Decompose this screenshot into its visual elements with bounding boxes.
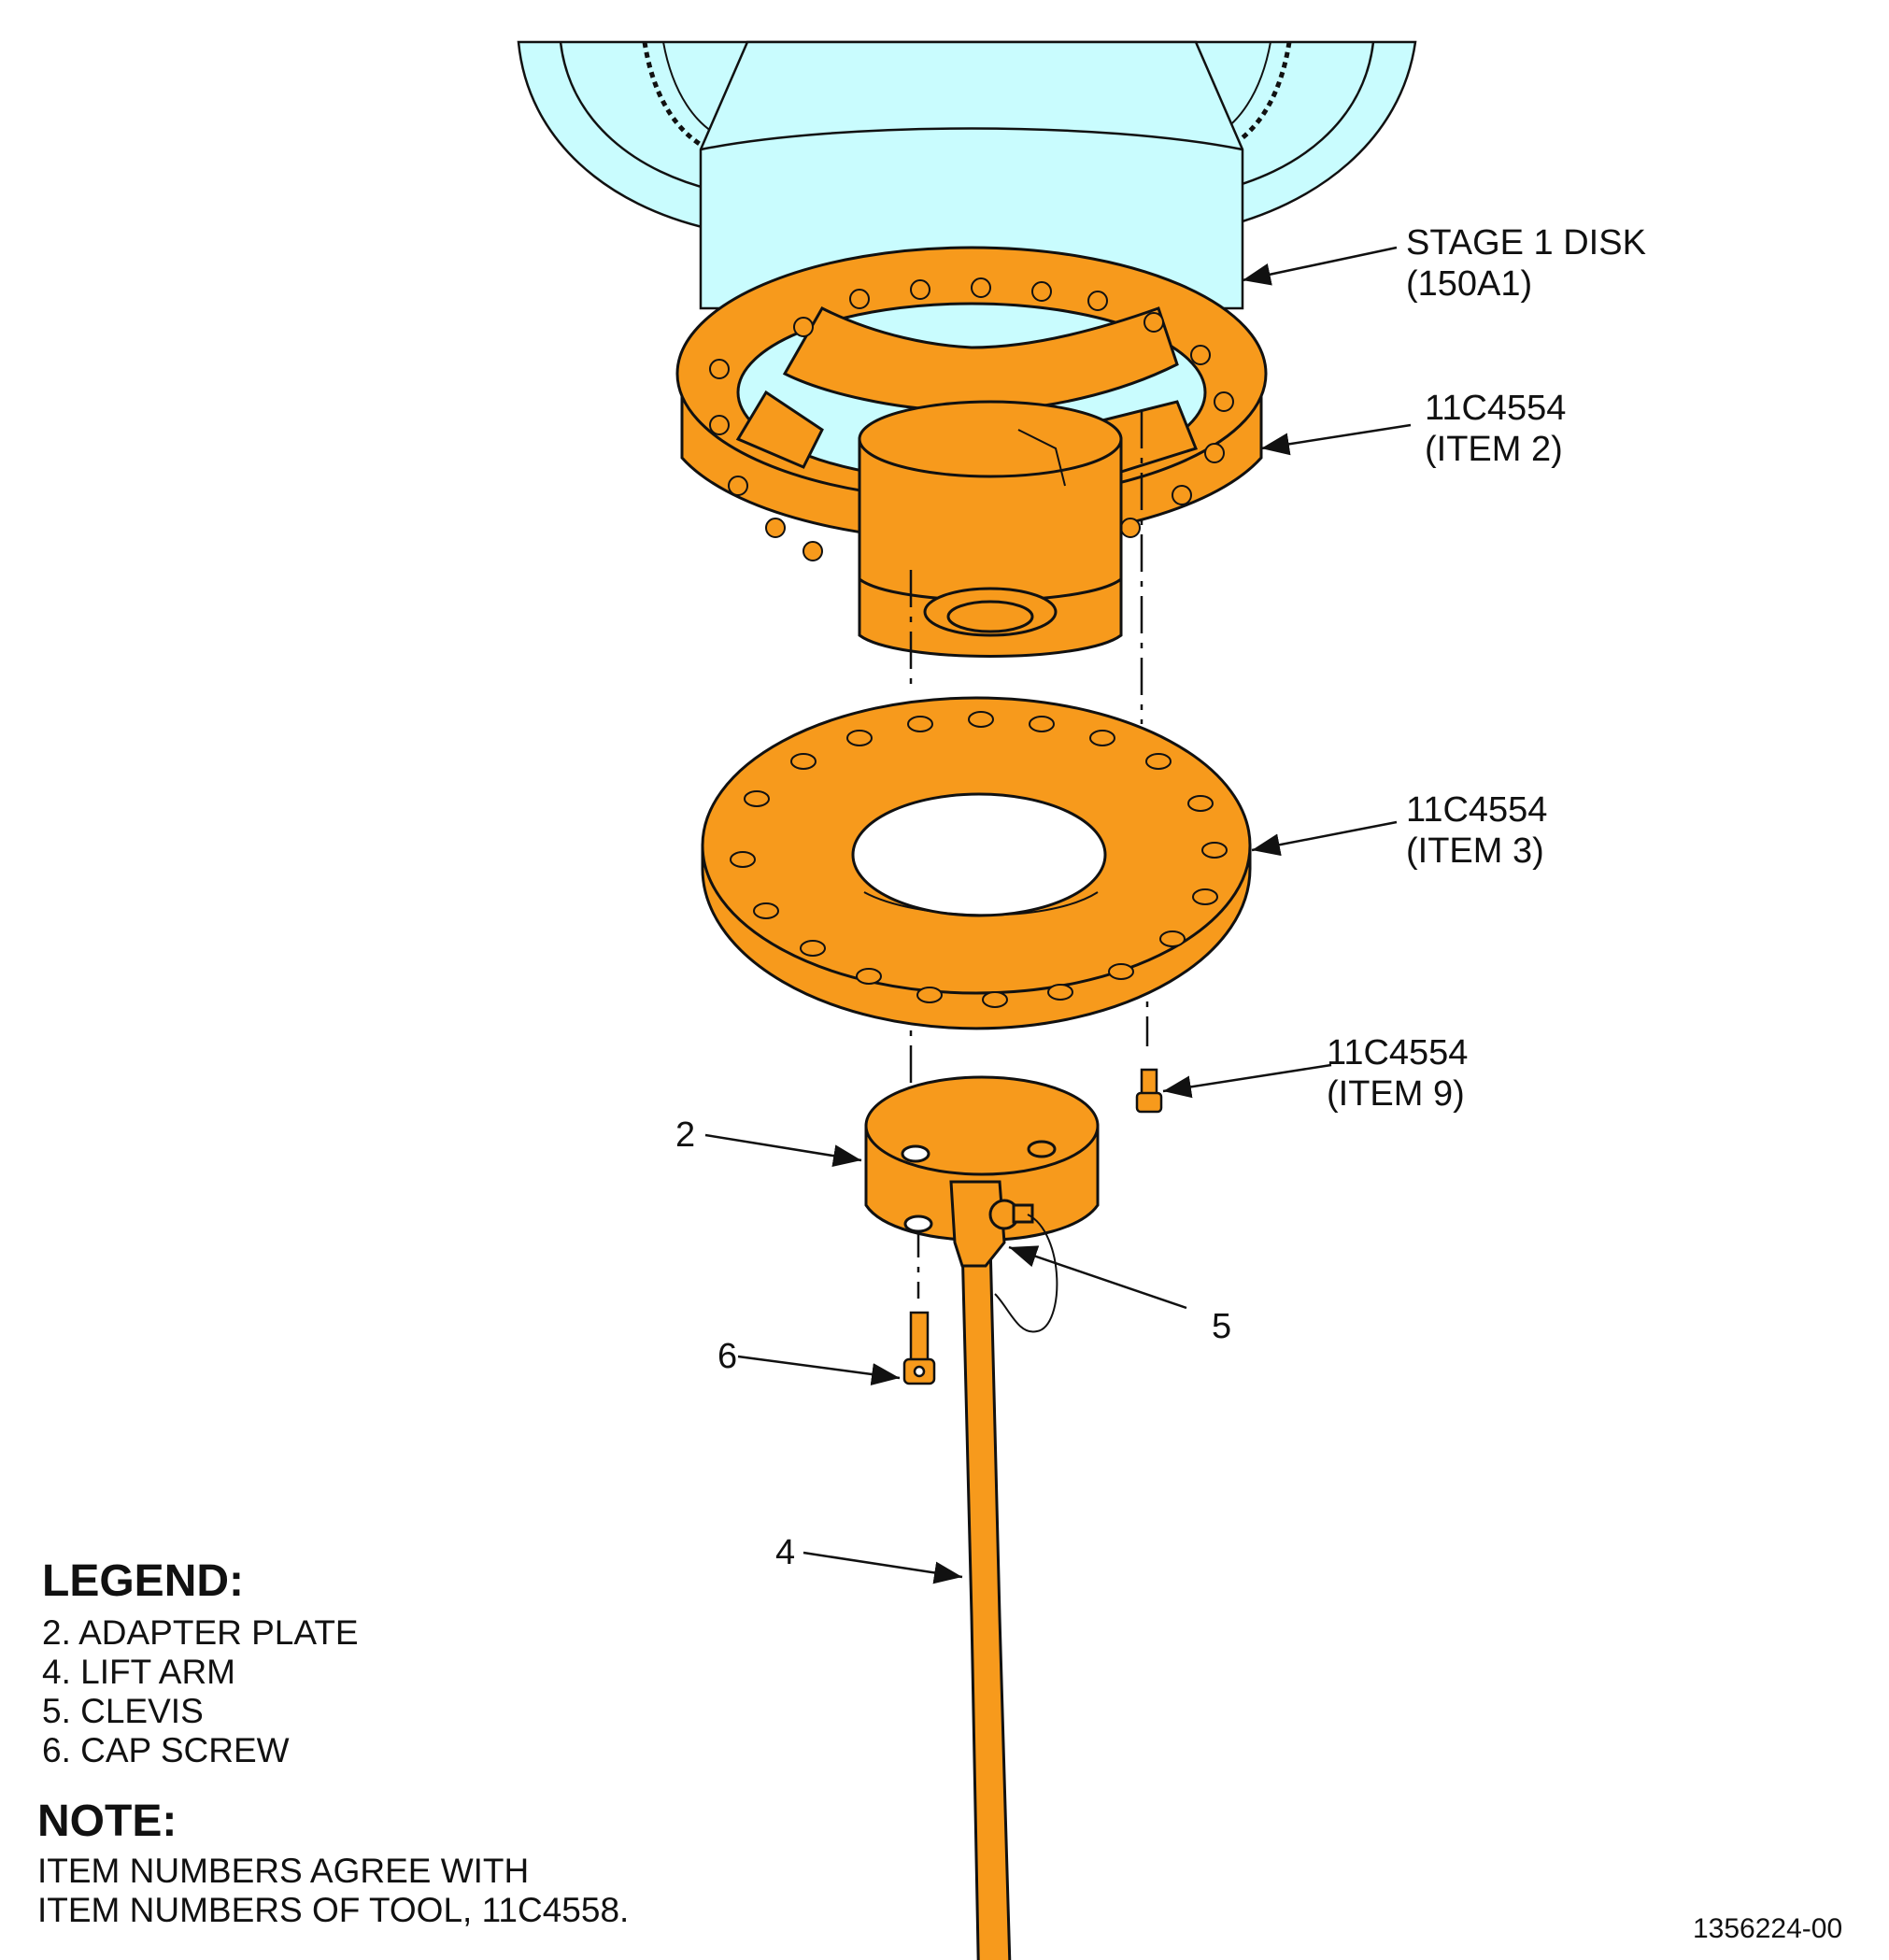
callout-item3-line2: (ITEM 3) <box>1406 831 1544 871</box>
item-2-flange <box>675 246 1268 658</box>
item-9-screw <box>1135 1068 1163 1114</box>
stage-1-disk <box>517 40 1417 310</box>
leader-lines <box>704 246 1412 1584</box>
item-number-lift-arm: 4 <box>775 1533 796 1572</box>
callout-item-9: 11C4554 (ITEM 9) <box>1327 1032 1468 1115</box>
legend-title: LEGEND: <box>42 1556 244 1606</box>
callout-stage1-disk: STAGE 1 DISK (150A1) <box>1406 222 1646 305</box>
callout-item2-line1: 11C4554 <box>1425 389 1567 428</box>
legend-item: 2. ADAPTER PLATE <box>42 1613 359 1652</box>
callout-stage1-line1: STAGE 1 DISK <box>1406 223 1646 263</box>
note-line: ITEM NUMBERS AGREE WITH <box>37 1852 530 1890</box>
note-line: ITEM NUMBERS OF TOOL, 11C4558. <box>37 1891 630 1929</box>
cap-screw <box>902 1311 936 1385</box>
drawing-id: 1356224-00 <box>1693 1913 1843 1944</box>
callout-stage1-line2: (150A1) <box>1406 264 1533 304</box>
legend-item: 6. CAP SCREW <box>42 1731 290 1769</box>
item-number-clevis: 5 <box>1212 1307 1232 1346</box>
legend-item: 5. CLEVIS <box>42 1692 204 1730</box>
callout-item3-line1: 11C4554 <box>1406 790 1548 830</box>
note-title: NOTE: <box>37 1797 178 1846</box>
item-number-cap-screw: 6 <box>717 1337 738 1376</box>
item-number-adapter-plate: 2 <box>675 1115 696 1155</box>
callout-item9-line1: 11C4554 <box>1327 1033 1469 1072</box>
callout-item2-line2: (ITEM 2) <box>1425 430 1563 469</box>
callout-item-3: 11C4554 (ITEM 3) <box>1406 789 1547 872</box>
item-3-ring-plate <box>701 696 1252 1030</box>
callout-item-2: 11C4554 (ITEM 2) <box>1425 388 1566 470</box>
lift-arm-and-clevis <box>949 1180 1058 1960</box>
callout-item9-line2: (ITEM 9) <box>1327 1074 1465 1114</box>
legend-item: 4. LIFT ARM <box>42 1653 235 1691</box>
